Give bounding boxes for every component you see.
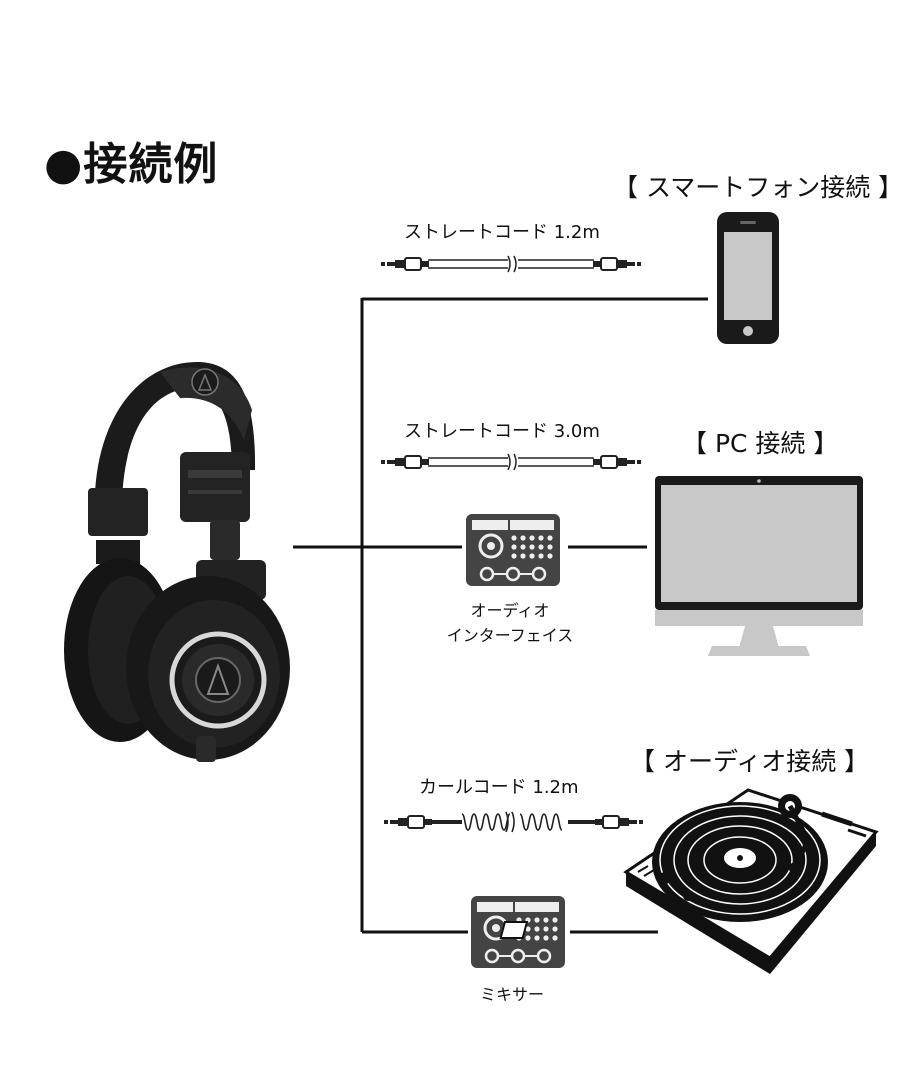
headphones-icon (64, 361, 290, 762)
cable-icon-audio (383, 811, 644, 833)
mixer-label: ミキサー (479, 985, 544, 1004)
cable-label-audio: カールコード 1.2m (419, 777, 579, 798)
page-title: ●接続例 (44, 139, 219, 190)
turntable-icon (499, 788, 879, 974)
pc-section-title: 【 PC 接続 】 (682, 429, 839, 458)
cable-label-smartphone: ストレートコード 1.2m (404, 222, 600, 243)
audio-interface-icon (466, 514, 560, 586)
audio-section-title: 【 オーディオ接続 】 (630, 747, 870, 776)
monitor-icon (655, 476, 863, 656)
connection-lines (293, 297, 708, 934)
cable-label-pc: ストレートコード 3.0m (404, 421, 600, 442)
cable-icon-smartphone (380, 255, 642, 273)
audio-interface-label: オーディオ インターフェイス (420, 598, 600, 648)
cable-icon-pc (380, 453, 642, 471)
audio-interface-label-line2: インターフェイス (446, 626, 574, 645)
smartphone-section-title: 【 スマートフォン接続 】 (613, 173, 904, 202)
audio-interface-label-line1: オーディオ (470, 601, 550, 620)
smartphone-icon (717, 212, 779, 344)
